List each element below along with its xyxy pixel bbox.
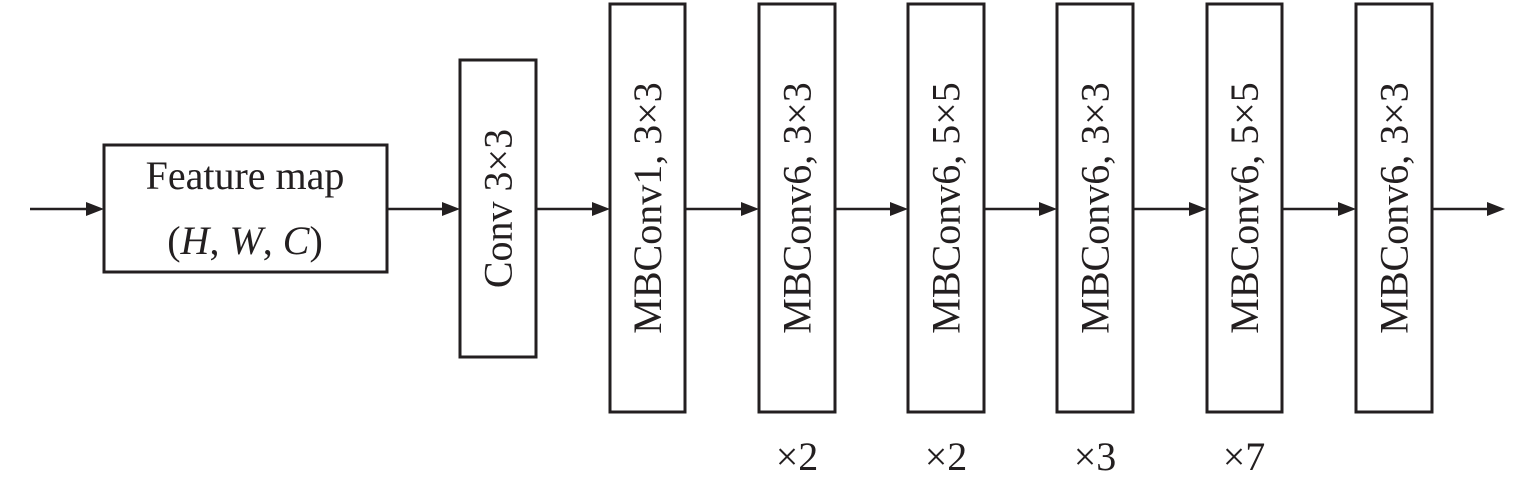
mbconv1-3x3-node: MBConv1, 3×3 — [608, 2, 687, 414]
arrow-output — [1432, 202, 1505, 216]
mbconv6-3x3-node-b: MBConv6, 3×3 ×3 — [1055, 2, 1135, 479]
feature-map-node: Feature map (H, W, C) — [102, 143, 389, 274]
mbconv6-5x5-node-a: MBConv6, 5×5 ×2 — [906, 2, 986, 479]
repeat-count-d: ×7 — [1223, 434, 1266, 479]
mbconv6-5x5-label-a: MBConv6, 5×5 — [924, 82, 969, 333]
arrow-mbconv6-a-to-mbconv6-b — [835, 202, 908, 216]
arrow-mbconv1-to-mbconv6-a — [685, 202, 759, 216]
feature-map-shape: (H, W, C) — [167, 218, 323, 263]
mbconv6-3x3-node-c: MBConv6, 3×3 — [1354, 2, 1434, 414]
mbconv6-3x3-label-a: MBConv6, 3×3 — [775, 82, 820, 333]
arrow-into-feature-map — [30, 202, 104, 216]
arrow-feature-map-to-conv — [387, 202, 460, 216]
edges — [30, 202, 1505, 216]
conv-3x3-node: Conv 3×3 — [458, 58, 538, 359]
repeat-count-b: ×2 — [925, 434, 968, 479]
mbconv6-3x3-node-a: MBConv6, 3×3 ×2 — [757, 2, 837, 479]
conv-3x3-label: Conv 3×3 — [476, 129, 521, 288]
arrow-mbconv6-b-to-mbconv6-c — [984, 202, 1057, 216]
repeat-count-a: ×2 — [776, 434, 819, 479]
mbconv1-3x3-label: MBConv1, 3×3 — [625, 82, 670, 333]
repeat-count-c: ×3 — [1074, 434, 1117, 479]
mbconv6-3x3-label-b: MBConv6, 3×3 — [1073, 82, 1118, 333]
mbconv6-3x3-label-c: MBConv6, 3×3 — [1372, 82, 1417, 333]
mbconv6-5x5-label-b: MBConv6, 5×5 — [1222, 82, 1267, 333]
mbconv6-5x5-node-b: MBConv6, 5×5 ×7 — [1205, 2, 1284, 479]
arrow-mbconv6-c-to-mbconv6-d — [1133, 202, 1207, 216]
feature-map-label: Feature map — [146, 153, 345, 198]
arrow-conv-to-mbconv1 — [536, 202, 610, 216]
arrow-mbconv6-d-to-mbconv6-e — [1282, 202, 1356, 216]
